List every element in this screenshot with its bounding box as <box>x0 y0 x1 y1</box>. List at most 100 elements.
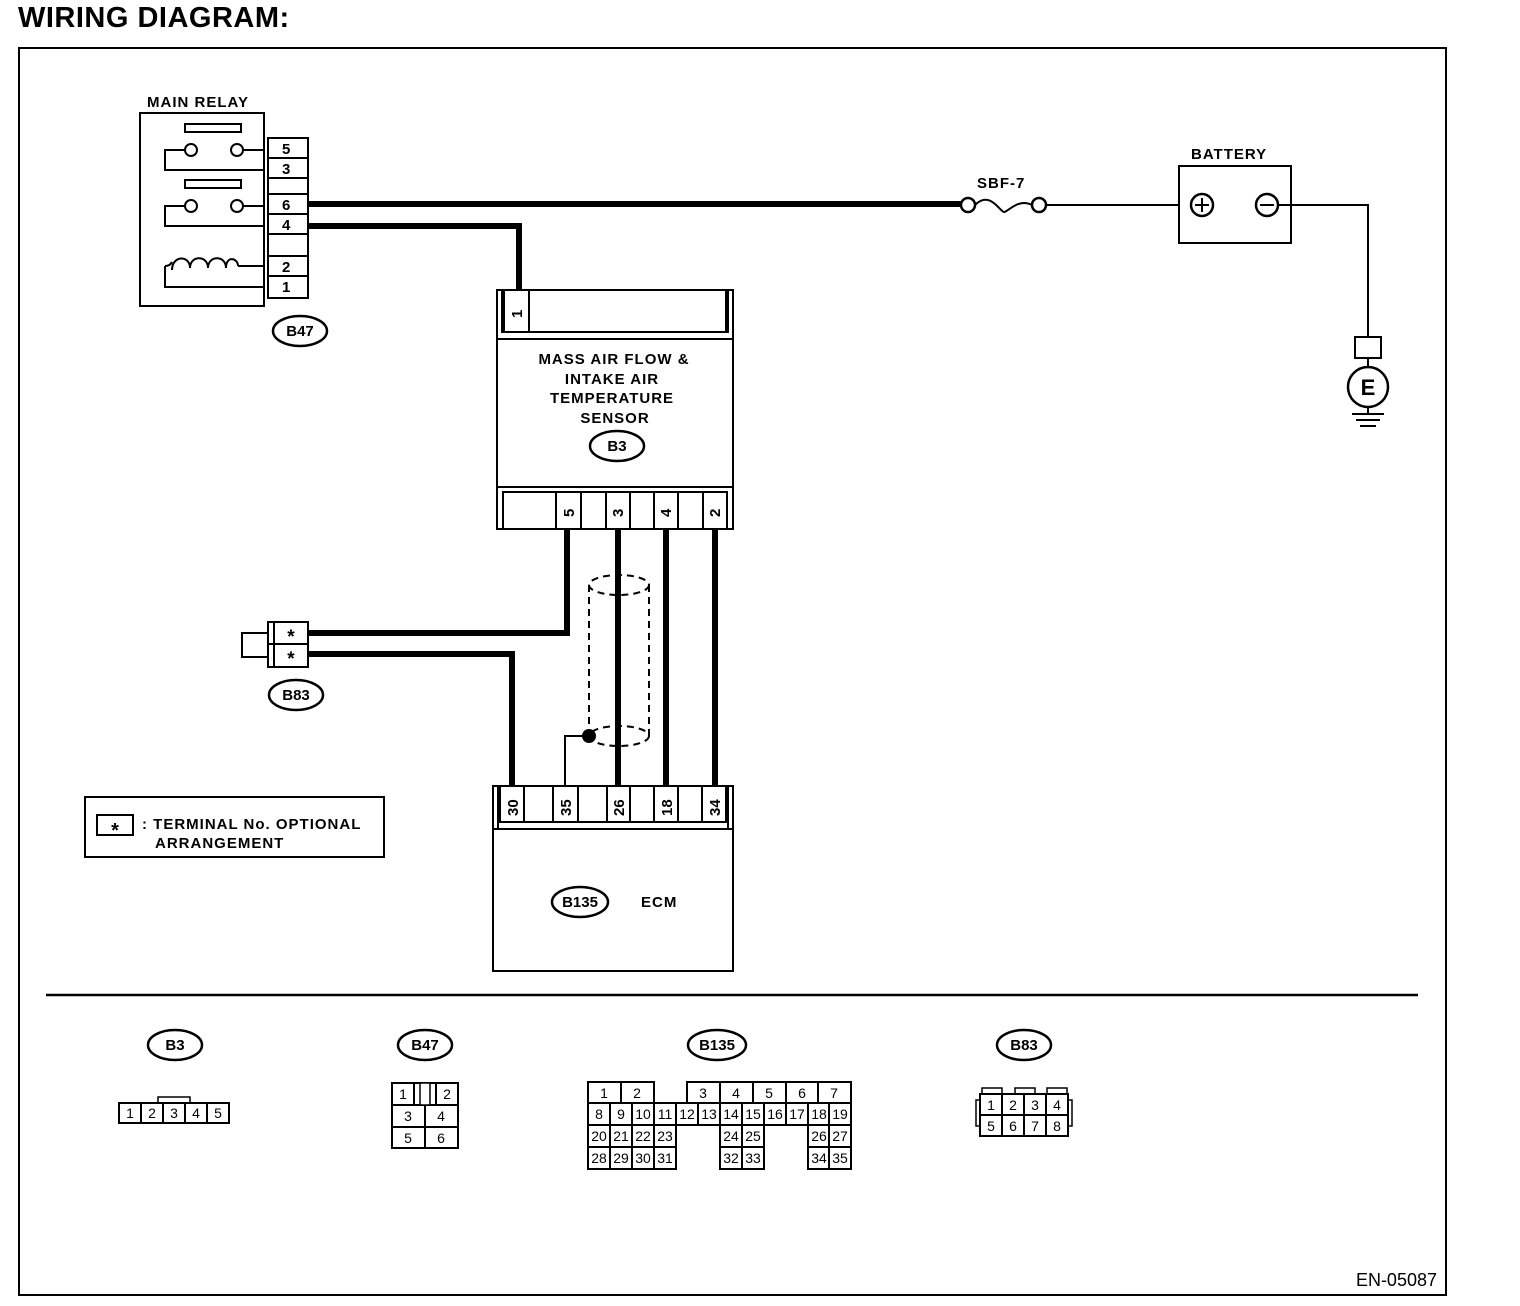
sensor-name-line-2: INTAKE AIR <box>565 371 659 388</box>
relay-terminal-1: 1 <box>282 279 290 296</box>
fuse-label: SBF-7 <box>977 175 1025 192</box>
b135-pin-29: 29 <box>613 1150 629 1166</box>
wire-relay4-to-sensor1 <box>308 223 522 290</box>
b135-pin-7: 7 <box>830 1085 838 1101</box>
ecm-terminal-35: 35 <box>558 799 575 816</box>
sensor-terminal-2: 2 <box>707 509 724 517</box>
legend: * : TERMINAL No. OPTIONAL ARRANGEMENT <box>84 796 385 858</box>
wire-b83-to-ecm30 <box>308 651 515 786</box>
connector-tag-b135-label: B135 <box>562 894 598 911</box>
b135-pin-20: 20 <box>591 1128 607 1144</box>
ecm-label: ECM <box>641 894 677 911</box>
b135-pin-11: 11 <box>658 1106 673 1122</box>
b47-pin-6: 6 <box>437 1130 445 1146</box>
ecm-terminal-30: 30 <box>505 799 522 816</box>
b135-pin-30: 30 <box>635 1150 651 1166</box>
b135-pin-10: 10 <box>635 1106 651 1122</box>
b3-pin-5: 5 <box>214 1105 222 1121</box>
ecm-terminal-34: 34 <box>707 799 724 816</box>
b135-pin-26: 26 <box>811 1128 827 1144</box>
sensor-top-terminal-1: 1 <box>509 310 526 318</box>
connector-tag-b3 <box>588 429 646 463</box>
b135-pin-19: 19 <box>832 1106 848 1122</box>
relay-terminal-5: 5 <box>282 141 290 158</box>
connector-view-b3: B3 1 2 3 4 5 <box>118 1028 230 1124</box>
b47-pin-3: 3 <box>404 1108 412 1124</box>
b135-pin-16: 16 <box>767 1106 783 1122</box>
diagram-frame <box>18 47 1447 1296</box>
b3-pin-2: 2 <box>148 1105 156 1121</box>
b83-pin-8: 8 <box>1053 1118 1061 1134</box>
connector-view-b135-label: B135 <box>699 1037 735 1054</box>
b135-pin-34: 34 <box>811 1150 827 1166</box>
connector-tag-b135 <box>550 885 610 919</box>
b83-terminal-1: * <box>287 627 295 648</box>
ecm-terminal-18: 18 <box>659 799 676 816</box>
b135-pin-27: 27 <box>832 1128 848 1144</box>
main-relay: MAIN RELAY 5 3 6 4 2 1 B47 <box>139 94 329 348</box>
b83-pin-1: 1 <box>987 1097 995 1113</box>
shield <box>564 574 650 786</box>
sensor-terminal-4: 4 <box>658 508 675 517</box>
sensor-terminal-5: 5 <box>561 509 578 517</box>
b135-pin-33: 33 <box>745 1150 761 1166</box>
mass-air-flow-sensor: 1 MASS AIR FLOW & INTAKE AIR TEMPERATURE… <box>496 289 734 530</box>
sensor-name-line-3: TEMPERATURE <box>550 390 674 407</box>
b83-pin-2: 2 <box>1009 1097 1017 1113</box>
b47-pin-5: 5 <box>404 1130 412 1146</box>
b135-pin-18: 18 <box>811 1106 827 1122</box>
b135-pin-13: 13 <box>701 1106 717 1122</box>
sensor-terminal-3: 3 <box>610 509 627 517</box>
relay-terminal-4: 4 <box>282 217 291 234</box>
sensor-name-line-1: MASS AIR FLOW & <box>538 351 689 368</box>
b135-pin-3: 3 <box>699 1085 707 1101</box>
legend-line-2: ARRANGEMENT <box>155 835 284 852</box>
b3-pin-1: 1 <box>126 1105 134 1121</box>
b83-connector: * * B83 <box>241 621 325 712</box>
connector-view-b135: B135 1 2 3 4 5 6 7 8 9 10 11 12 13 14 <box>587 1028 852 1170</box>
connector-view-b3-label: B3 <box>165 1037 184 1054</box>
b3-pin-3: 3 <box>170 1105 178 1121</box>
connector-tag-b83 <box>267 678 325 712</box>
main-relay-label: MAIN RELAY <box>147 94 249 111</box>
fuse-sbf7: SBF-7 <box>959 175 1048 214</box>
b83-pin-5: 5 <box>987 1118 995 1134</box>
connector-tag-b47 <box>271 314 329 348</box>
battery-label: BATTERY <box>1191 146 1267 163</box>
ecm: 30 35 26 18 34 B135 ECM <box>492 785 734 972</box>
b135-pin-23: 23 <box>657 1128 673 1144</box>
b83-pin-7: 7 <box>1031 1118 1039 1134</box>
relay-terminal-6: 6 <box>282 197 290 214</box>
legend-line-1: : TERMINAL No. OPTIONAL <box>142 816 361 833</box>
b135-pin-32: 32 <box>723 1150 739 1166</box>
b135-pin-15: 15 <box>745 1106 761 1122</box>
legend-symbol: * <box>111 820 119 842</box>
b47-pin-1: 1 <box>399 1086 407 1102</box>
b135-pin-5: 5 <box>765 1085 773 1101</box>
connector-tag-b47-label: B47 <box>286 323 314 340</box>
b135-pin-25: 25 <box>745 1128 761 1144</box>
b135-pin-12: 12 <box>679 1106 695 1122</box>
ground-e: E <box>1346 336 1390 427</box>
connector-tag-b83-label: B83 <box>282 687 310 704</box>
relay-terminal-2: 2 <box>282 259 290 276</box>
b83-pin-6: 6 <box>1009 1118 1017 1134</box>
b3-pin-4: 4 <box>192 1105 200 1121</box>
b83-pin-4: 4 <box>1053 1097 1061 1113</box>
b135-pin-21: 21 <box>613 1128 629 1144</box>
b135-pin-28: 28 <box>591 1150 607 1166</box>
sensor-name-line-4: SENSOR <box>580 410 649 427</box>
b135-pin-22: 22 <box>635 1128 651 1144</box>
connector-view-b47: B47 1 2 3 4 5 6 <box>391 1028 459 1149</box>
b83-pin-3: 3 <box>1031 1097 1039 1113</box>
document-code: EN-05087 <box>1356 1270 1437 1290</box>
connector-view-b83: B83 1 2 3 4 5 6 7 8 <box>975 1028 1073 1137</box>
wire-sensor5-to-b83 <box>308 529 570 636</box>
b135-pin-31: 31 <box>657 1150 673 1166</box>
b135-pin-24: 24 <box>723 1128 739 1144</box>
b83-terminal-2: * <box>287 649 295 670</box>
b135-pin-2: 2 <box>633 1085 641 1101</box>
b135-pin-4: 4 <box>732 1085 740 1101</box>
ground-label: E <box>1361 375 1376 400</box>
